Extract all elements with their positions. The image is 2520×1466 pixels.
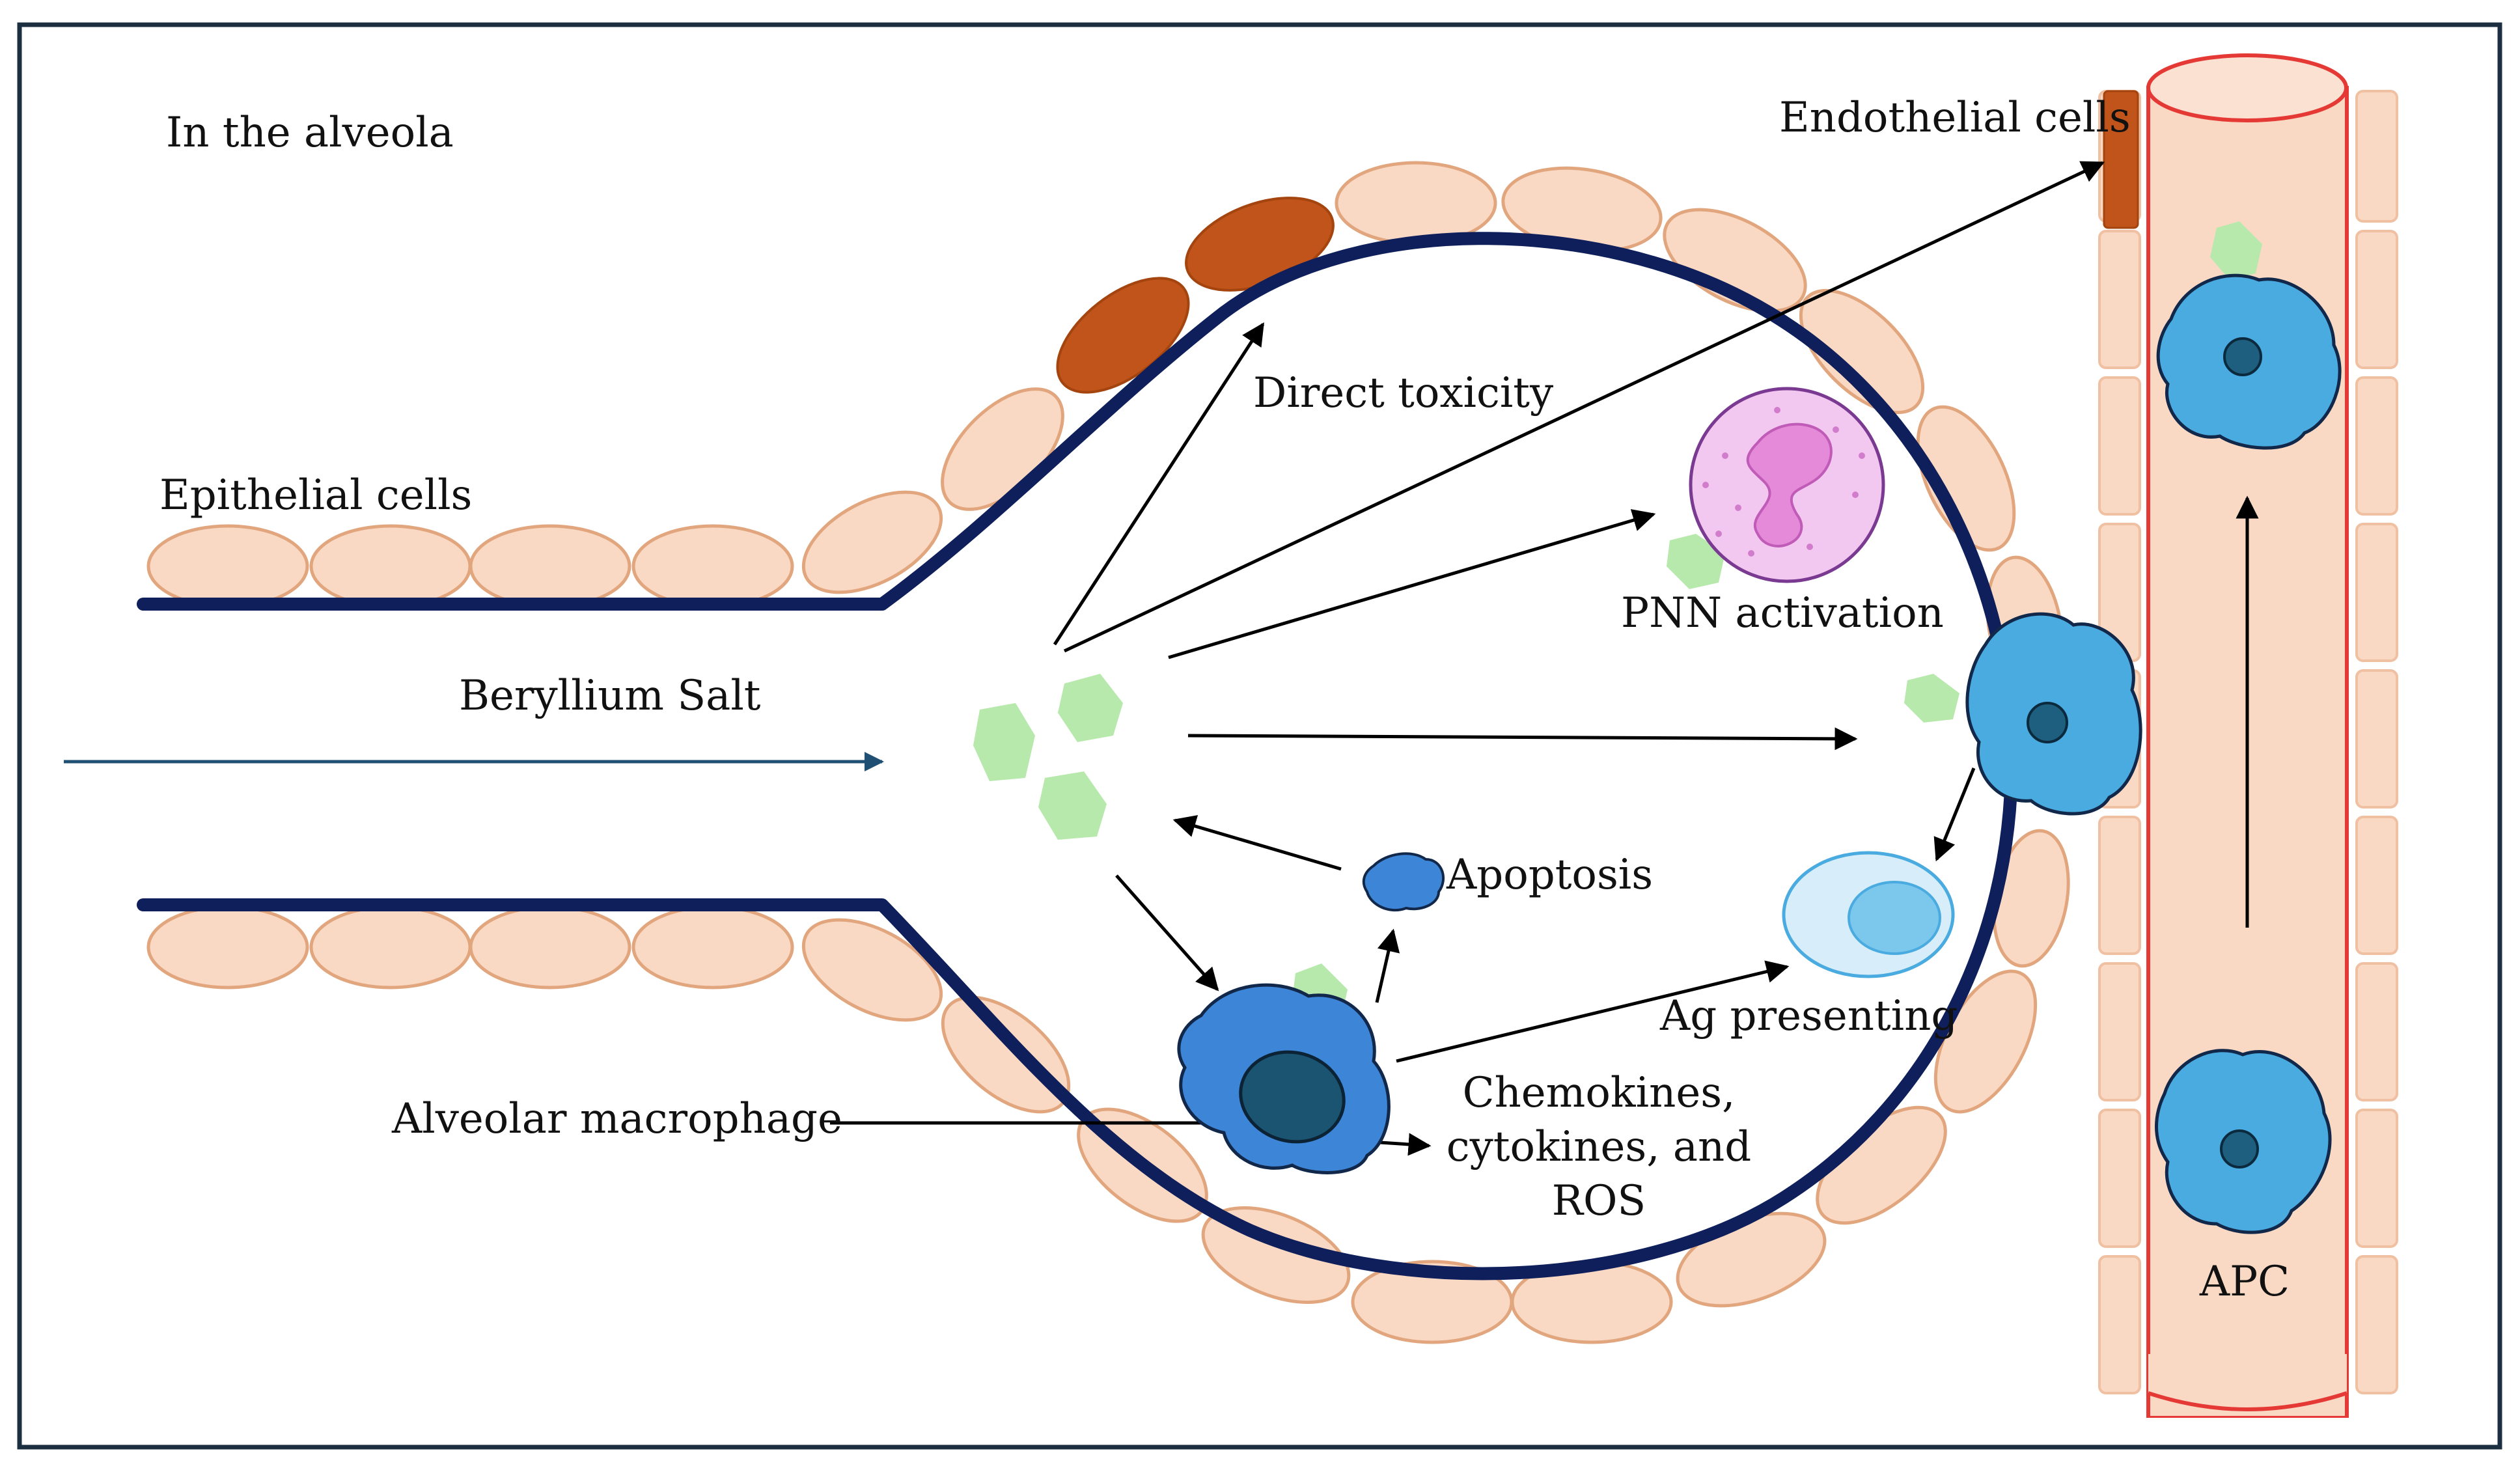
label-pnn-activation: PNN activation xyxy=(1621,589,1944,637)
apc-cell-vessel-bottom xyxy=(2155,1049,2332,1234)
endothelial-cell-damaged xyxy=(2103,90,2139,229)
label-apoptosis: Apoptosis xyxy=(1446,851,1653,899)
ag-presenting-cell-icon xyxy=(1782,851,1955,978)
alveolar-macrophage-icon xyxy=(1177,983,1391,1174)
apc-cell-vessel-top xyxy=(2156,273,2342,450)
label-beryllium-salt: Beryllium Salt xyxy=(459,672,761,720)
apoptotic-cell-icon xyxy=(1362,852,1445,912)
label-chemokines-line1: Chemokines, xyxy=(1463,1069,1736,1117)
apc-cell-wall xyxy=(1965,612,2142,816)
figure-title: In the alveola xyxy=(166,109,454,157)
label-apc: APC xyxy=(2199,1258,2290,1306)
neutrophil-icon xyxy=(1689,387,1885,583)
label-ag-presenting: Ag presenting xyxy=(1659,992,1958,1040)
label-chemokines-line3: ROS xyxy=(1552,1177,1646,1225)
label-chemokines-line2: cytokines, and xyxy=(1447,1123,1751,1171)
label-direct-toxicity: Direct toxicity xyxy=(1253,369,1553,417)
label-epithelial-cells: Epithelial cells xyxy=(159,471,472,519)
label-alveolar-macrophage: Alveolar macrophage xyxy=(391,1095,842,1143)
label-endothelial-cells: Endothelial cells xyxy=(1779,94,2131,142)
